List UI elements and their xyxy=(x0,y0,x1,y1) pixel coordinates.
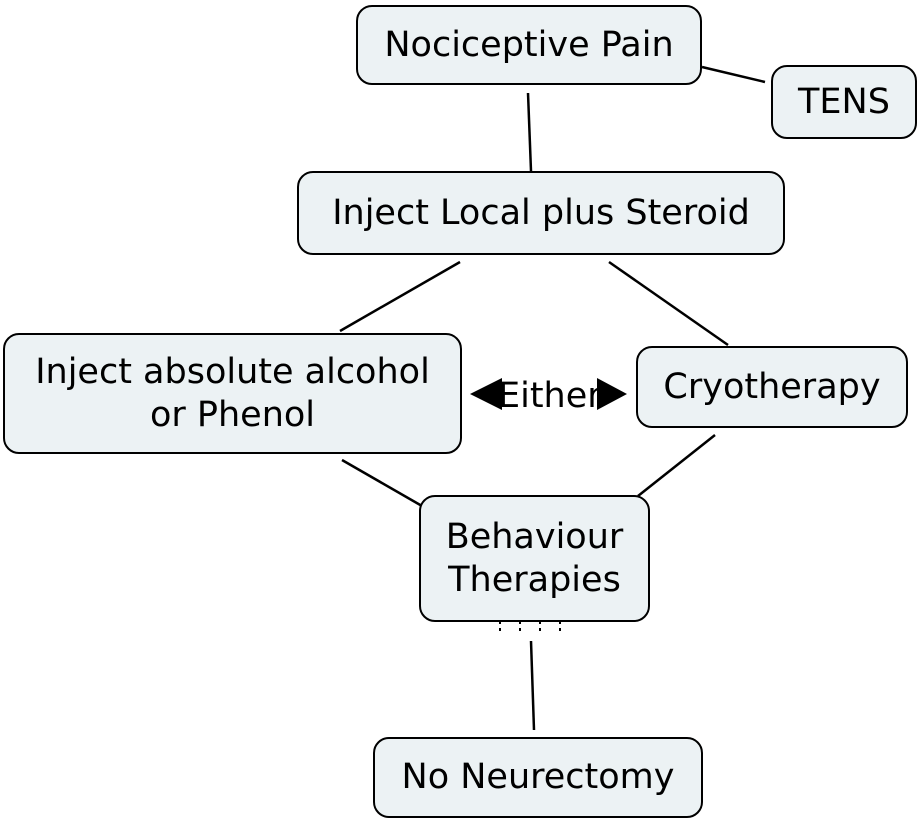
connector-inject-local-cryotherapy xyxy=(608,260,729,347)
node-inject-alcohol-phenol: Inject absolute alcohol or Phenol xyxy=(3,333,462,454)
connector-alcohol-behaviour xyxy=(341,458,423,508)
node-no-neurectomy: No Neurectomy xyxy=(373,737,703,818)
node-cryotherapy: Cryotherapy xyxy=(636,346,908,428)
dotted-marks xyxy=(499,621,561,634)
connector-pain-inject-local xyxy=(526,92,533,172)
either-label: Either xyxy=(498,376,602,416)
connector-pain-tens xyxy=(701,65,766,84)
connector-inject-local-alcohol xyxy=(339,260,461,333)
either-arrow-left-icon xyxy=(470,378,502,410)
node-tens: TENS xyxy=(771,65,917,139)
either-arrow-right-icon xyxy=(597,378,627,410)
node-behaviour-therapies: Behaviour Therapies xyxy=(419,495,650,622)
connector-behaviour-neurectomy xyxy=(529,640,536,731)
node-nociceptive-pain: Nociceptive Pain xyxy=(356,5,702,85)
node-inject-local-steroid: Inject Local plus Steroid xyxy=(297,171,785,255)
connector-cryotherapy-behaviour xyxy=(637,434,716,497)
